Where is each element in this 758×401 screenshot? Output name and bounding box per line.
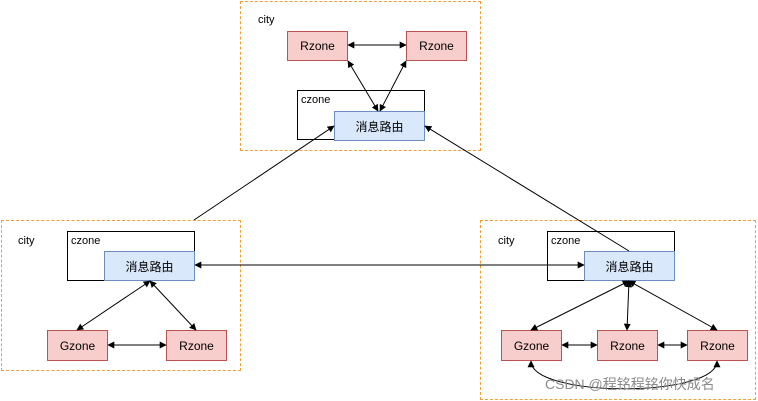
city-right-label: city: [498, 235, 515, 247]
city-left-container: [1, 220, 241, 371]
edge-top-rzone-right-router: [379, 60, 407, 112]
router-left: 消息路由: [104, 251, 195, 281]
edge-right-gzone-router: [530, 280, 630, 331]
edge-right-rzone-end-router: [628, 280, 718, 331]
edge-right-router-to-top-router: [424, 125, 630, 252]
city-top-container: [240, 1, 481, 151]
edge-left-rzone-router: [149, 280, 197, 331]
city-right-container: [480, 220, 756, 400]
czone-right-label: czone: [551, 235, 581, 247]
city-left-label: city: [18, 235, 35, 247]
czone-left-label: czone: [71, 235, 101, 247]
router-right: 消息路由: [584, 251, 675, 281]
czone-top-label: czone: [301, 94, 331, 106]
rzone-right-end: Rzone: [687, 330, 748, 361]
city-top-label: city: [258, 14, 275, 26]
edge-right-rzone-mid-router: [623, 280, 633, 331]
rzone-top-right: Rzone: [406, 31, 467, 61]
watermark-text: CSDN @程铭程铭你快成名: [545, 376, 715, 392]
rzone-right-middle: Rzone: [597, 330, 658, 361]
edge-left-gzone-router: [76, 280, 151, 331]
edge-top-rzone-left-router: [347, 60, 379, 112]
gzone-left: Gzone: [47, 330, 108, 361]
rzone-top-left: Rzone: [287, 31, 348, 61]
edge-right-gzone-rzone-end-curve: [527, 360, 721, 390]
edge-left-city-to-top-router: [193, 125, 335, 221]
